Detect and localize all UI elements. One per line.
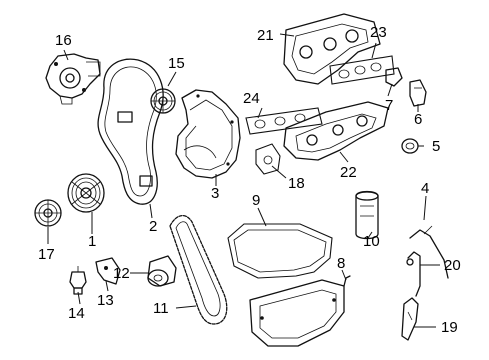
timing-belt-part	[97, 58, 164, 205]
callout-23: 23	[370, 24, 387, 41]
exhaust-manifold-part	[283, 101, 389, 161]
intake-manifold-part	[283, 13, 381, 85]
callout-12: 12	[113, 265, 130, 282]
water-pump-part	[45, 53, 101, 105]
timing-cover-part	[175, 89, 241, 179]
callout-6: 6	[414, 111, 422, 128]
callout-24: 24	[243, 90, 260, 107]
callout-labels: 16 15 1 2 3 17 14 13 12 11 21 23 24 7 6 …	[38, 24, 461, 336]
dipstick-tube-part	[406, 251, 421, 297]
callout-1: 1	[88, 233, 96, 250]
callout-17: 17	[38, 246, 55, 263]
leader-lines	[47, 33, 440, 328]
temp-sensor-part	[385, 67, 403, 87]
oil-pickup-part	[401, 297, 419, 341]
callout-13: 13	[97, 292, 114, 309]
bracket-part	[95, 257, 121, 285]
switch-part	[409, 79, 427, 107]
callout-2: 2	[149, 218, 157, 235]
callout-11: 11	[153, 300, 169, 317]
small-gasket-part	[255, 143, 281, 175]
callout-14: 14	[68, 305, 85, 322]
callout-16: 16	[55, 32, 72, 49]
callout-9: 9	[252, 192, 260, 209]
callout-21: 21	[257, 27, 274, 44]
crank-sprocket-part	[34, 199, 62, 227]
dipstick-part	[409, 225, 449, 279]
callout-3: 3	[211, 185, 219, 202]
oil-pan-part	[249, 275, 351, 347]
drive-belt-part	[169, 215, 228, 325]
tensioner-part	[147, 255, 177, 287]
callout-8: 8	[337, 255, 345, 272]
callout-20: 20	[444, 257, 461, 274]
oil-pan-gasket-part	[227, 223, 333, 279]
cam-sprocket-part	[150, 88, 176, 114]
callout-22: 22	[340, 164, 357, 181]
callout-7: 7	[385, 97, 393, 114]
callout-15: 15	[168, 55, 185, 72]
intake-gasket-part	[329, 55, 395, 85]
crank-pulley-part	[67, 173, 105, 213]
callout-19: 19	[441, 319, 458, 336]
oil-filter-part	[355, 190, 379, 240]
sensor-part	[69, 266, 87, 295]
seal-part	[401, 138, 419, 154]
callout-5: 5	[432, 138, 440, 155]
callout-18: 18	[288, 175, 305, 192]
callout-4: 4	[421, 180, 429, 197]
callout-10: 10	[363, 233, 380, 250]
